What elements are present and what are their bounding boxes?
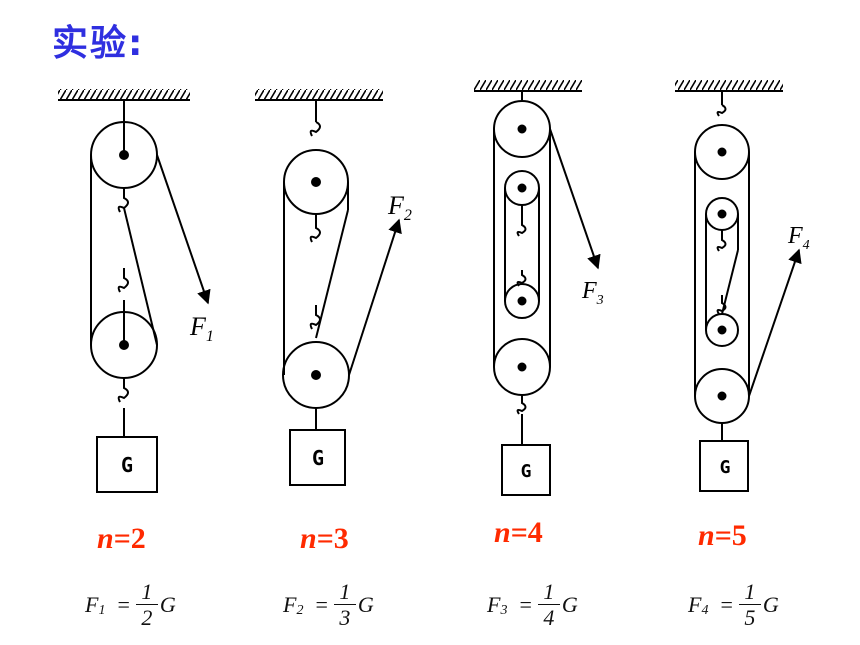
rope: [315, 209, 349, 339]
pulley-system-4: [675, 80, 802, 492]
force-subscript: 4: [803, 238, 810, 253]
ceiling: [675, 80, 783, 90]
page-title: 实验:: [52, 23, 145, 64]
pulley-system-1: [58, 89, 211, 493]
force-arrow: [348, 218, 402, 376]
weight-label: G: [720, 457, 731, 478]
ceiling: [255, 89, 383, 99]
force-arrow: [156, 154, 211, 305]
pulley-system-2: [255, 89, 402, 486]
svg-text:F1: F1: [189, 312, 214, 345]
weight-box: [289, 429, 346, 486]
svg-text:F2: F2: [387, 191, 412, 224]
weight-label: G: [121, 453, 133, 477]
force-label: F: [787, 223, 803, 249]
weight-label: G: [521, 461, 532, 482]
pulley-system-3: [474, 80, 601, 496]
n-label-1: n=2: [97, 522, 146, 555]
hook: [716, 230, 727, 252]
hook: [516, 205, 527, 237]
rope: [721, 249, 739, 315]
rope: [123, 207, 158, 346]
force-subscript: 1: [206, 328, 214, 345]
force-arrow: [549, 128, 601, 270]
weight-box: [96, 436, 158, 493]
hook: [716, 104, 727, 117]
weight-box: [501, 444, 551, 496]
n-label-3: n=4: [494, 516, 543, 549]
ceiling: [474, 80, 582, 90]
n-label-4: n=5: [698, 519, 747, 552]
force-label: F: [189, 312, 207, 341]
weight-box: [699, 440, 749, 492]
hook: [117, 378, 129, 403]
force-label: F: [387, 191, 405, 220]
force-label: F: [581, 278, 597, 304]
ceiling: [58, 89, 190, 99]
force-subscript: 2: [404, 207, 412, 224]
force-subscript: 3: [596, 293, 604, 308]
weight-label: G: [312, 446, 324, 470]
hook: [516, 395, 527, 415]
n-label-2: n=3: [300, 522, 349, 555]
hook: [309, 214, 321, 243]
hook: [117, 188, 129, 213]
hook: [516, 270, 527, 287]
hook: [117, 268, 129, 293]
svg-text:F3: F3: [581, 278, 604, 308]
hook: [309, 121, 321, 137]
svg-text:F4: F4: [787, 223, 810, 253]
force-arrow: [748, 248, 802, 397]
hook: [309, 305, 321, 330]
